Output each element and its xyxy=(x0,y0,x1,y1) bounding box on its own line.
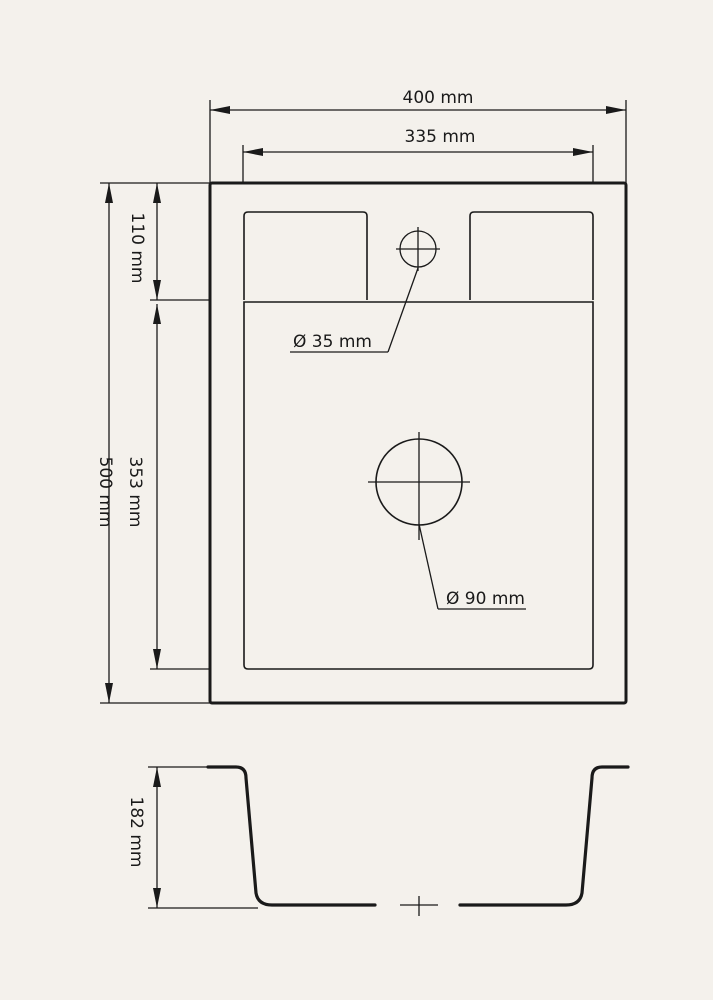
tap-hole xyxy=(396,227,440,271)
bowl-outline xyxy=(243,301,594,670)
overall-width-label: 400 mm xyxy=(403,88,474,108)
rear-depth-label: 110 mm xyxy=(127,213,147,284)
tap-hole-diameter-label: Ø 35 mm xyxy=(293,332,372,352)
drain-hole-leader xyxy=(418,523,526,610)
inner-width-label: 335 mm xyxy=(405,127,476,147)
bowl-depth-label: 182 mm xyxy=(126,797,146,868)
sink-profile-right xyxy=(458,765,630,907)
top-view: Ø 35 mm Ø 90 mm 400 mm 335 mm xyxy=(95,88,628,705)
sink-profile xyxy=(206,765,377,907)
right-rear-deck xyxy=(469,211,594,300)
bowl-length-dimension xyxy=(153,304,161,669)
tap-hole-leader xyxy=(290,267,419,353)
drain-hole-diameter-label: Ø 90 mm xyxy=(446,589,525,609)
overall-length-label: 500 mm xyxy=(95,457,115,528)
sink-outline xyxy=(208,181,628,705)
bowl-length-label: 353 mm xyxy=(125,457,145,528)
rear-depth-dimension xyxy=(153,183,161,300)
drain-hole xyxy=(368,432,470,540)
inner-width-dimension xyxy=(242,145,594,183)
left-rear-deck xyxy=(243,211,368,300)
overall-width-dimension xyxy=(209,100,627,183)
overall-length-dimension xyxy=(105,183,113,703)
side-section-view: 182 mm xyxy=(126,765,630,916)
bowl-depth-dimension xyxy=(153,767,161,908)
